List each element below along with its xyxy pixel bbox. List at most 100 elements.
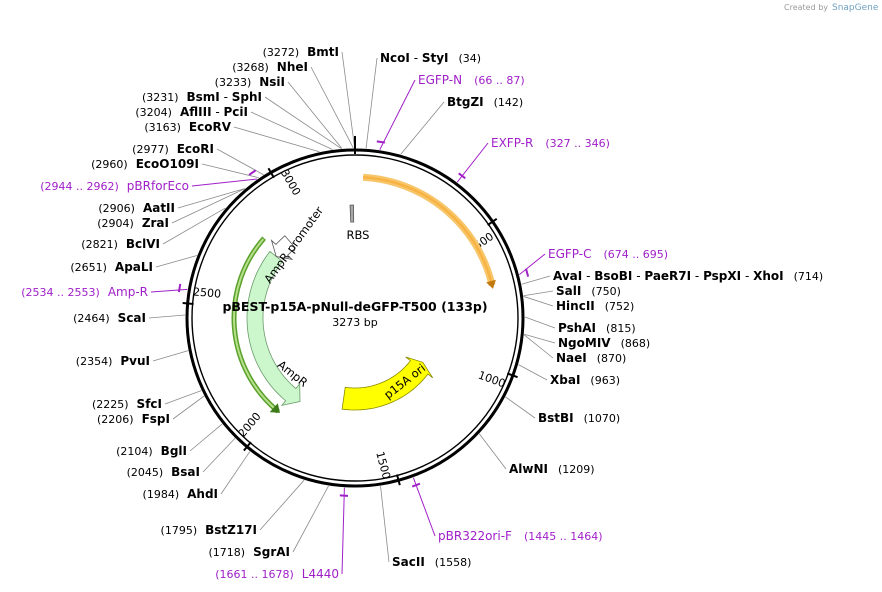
enzyme-label[interactable]: PshAI(815): [558, 321, 636, 335]
enzyme-label[interactable]: (2206)FspI: [97, 412, 170, 426]
enzyme-name: SgrAI: [253, 545, 290, 559]
enzyme-label[interactable]: (3272)BmtI: [263, 45, 339, 59]
primer-label[interactable]: EGFP-N(66 .. 87): [418, 73, 525, 87]
enzyme-label[interactable]: SalI (750): [556, 284, 621, 298]
enzyme-position: (750): [591, 285, 621, 298]
enzyme-name: XhoI: [753, 269, 784, 283]
enzyme-label[interactable]: BstBI(1070): [538, 411, 620, 425]
bp-tick-label: 3000: [278, 167, 303, 198]
bp-tick-label: 1500: [373, 450, 393, 480]
rbs-box: [349, 204, 355, 223]
enzyme-name: HincII: [556, 299, 595, 313]
enzyme-label[interactable]: (2354)PvuI: [76, 354, 150, 368]
enzyme-label[interactable]: AlwNI(1209): [509, 462, 595, 476]
enzyme-position: (963): [590, 374, 620, 387]
enzyme-position: (752): [605, 300, 635, 313]
enzyme-label[interactable]: NaeI(870): [556, 351, 626, 365]
enzyme-label[interactable]: NgoMIV(868): [558, 336, 650, 350]
enzyme-label[interactable]: (2977)EcoRI: [132, 142, 214, 156]
enzyme-label[interactable]: (2904)ZraI: [97, 216, 169, 230]
enzyme-name: EcoRI: [177, 142, 214, 156]
enzyme-position: (2045): [127, 466, 164, 479]
enzyme-name: AhdI: [187, 487, 218, 501]
enzyme-label[interactable]: SacII(1558): [392, 555, 471, 569]
enzyme-label[interactable]: (2225) SfcI: [92, 397, 162, 411]
enzyme-name: FspI: [142, 412, 170, 426]
primer-label[interactable]: (2944 .. 2962)pBRforEco: [40, 179, 189, 193]
enzyme-position: (2225): [92, 398, 129, 411]
enzyme-position: (2904): [97, 217, 134, 230]
enzyme-leader: [171, 188, 245, 224]
enzyme-position: (3233): [215, 76, 252, 89]
enzyme-leader: [287, 81, 343, 149]
enzyme-label[interactable]: (1984) AhdI: [143, 487, 218, 501]
enzyme-label[interactable]: (3231)BsmI - SphI: [142, 90, 262, 104]
enzyme-leader: [216, 148, 264, 176]
enzyme-leader: [233, 126, 320, 153]
primer-mark: [248, 169, 257, 176]
enzyme-leader: [380, 486, 390, 563]
primer-label[interactable]: (2534 .. 2553)Amp-R: [21, 285, 148, 299]
enzyme-position: (3163): [144, 121, 181, 134]
primer-mark: [525, 268, 530, 277]
enzyme-label[interactable]: (2045)BsaI: [127, 465, 200, 479]
primer-label[interactable]: EXFP-R(327 .. 346): [491, 136, 610, 150]
p15a-ori-arrow: [341, 356, 434, 411]
enzyme-label[interactable]: (1718)SgrAI: [209, 545, 290, 559]
enzyme-label[interactable]: (3204)AflIII - PciI: [135, 105, 248, 119]
enzyme-label[interactable]: (3233)NsiI: [215, 75, 285, 89]
enzyme-label[interactable]: AvaI - BsoBI - PaeR7I - PspXI - XhoI(714…: [553, 269, 823, 283]
enzyme-label[interactable]: (2464)ScaI: [73, 311, 146, 325]
enzyme-label[interactable]: (2651)ApaLI: [70, 260, 153, 274]
enzyme-name: ApaLI: [115, 260, 153, 274]
enzyme-name: BstZ17I: [205, 523, 257, 537]
enzyme-label[interactable]: (1795)BstZ17I: [161, 523, 257, 537]
enzyme-label[interactable]: (3268)NheI: [232, 60, 308, 74]
enzyme-position: (2104): [116, 445, 153, 458]
enzyme-name: BmtI: [307, 45, 339, 59]
enzyme-label[interactable]: NcoI - StyI(34): [380, 51, 481, 65]
enzyme-position: (34): [459, 52, 482, 65]
enzyme-label[interactable]: (2960)EcoO109I: [91, 157, 199, 171]
enzyme-name: AatII: [143, 201, 175, 215]
primer-leader: [412, 477, 436, 537]
enzyme-position: (1984): [143, 488, 180, 501]
enzyme-name: NcoI: [380, 51, 410, 65]
enzyme-name: BglI: [161, 444, 187, 458]
enzyme-label[interactable]: HincII (752): [556, 299, 634, 313]
enzyme-leader: [521, 275, 551, 285]
primer-mark: [458, 172, 466, 180]
enzyme-name: SfcI: [137, 397, 162, 411]
enzyme-label[interactable]: XbaI(963): [550, 373, 620, 387]
enzyme-name: BsoBI: [594, 269, 632, 283]
primer-label[interactable]: (1661 .. 1678)L4440: [215, 567, 339, 581]
enzyme-name: AvaI: [553, 269, 582, 283]
enzyme-label[interactable]: (2104) BglI: [116, 444, 187, 458]
primer-leader: [379, 79, 416, 151]
degfp-arc-glow: [362, 173, 496, 286]
enzyme-name: BtgZI: [447, 95, 484, 109]
primer-name: pBR322ori-F: [438, 529, 512, 543]
enzyme-leader: [155, 255, 198, 268]
enzyme-leader: [177, 188, 246, 209]
bp-tick-label: 1000: [476, 369, 507, 391]
enzyme-position: (1209): [558, 463, 595, 476]
enzyme-name: SalI: [556, 284, 581, 298]
enzyme-label[interactable]: (2906)AatII: [98, 201, 175, 215]
enzyme-label[interactable]: (3163)EcoRV: [144, 120, 231, 134]
credit-brand: SnapGene: [832, 3, 879, 13]
enzyme-leader: [400, 101, 445, 155]
enzyme-leader: [148, 314, 186, 319]
leader-lines: [148, 51, 556, 575]
enzyme-name: PaeR7I: [644, 269, 691, 283]
enzyme-label[interactable]: BtgZI(142): [447, 95, 523, 109]
enzyme-label[interactable]: (2821)BclVI: [81, 237, 160, 251]
enzyme-leader: [524, 333, 556, 344]
primer-label[interactable]: pBR322ori-F(1445 .. 1464): [438, 529, 603, 543]
enzyme-position: (714): [794, 270, 824, 283]
primer-label[interactable]: EGFP-C(674 .. 695): [548, 247, 668, 261]
bp-tick: [396, 474, 401, 486]
bp-tick: [267, 167, 275, 179]
bp-tick: [182, 301, 194, 305]
